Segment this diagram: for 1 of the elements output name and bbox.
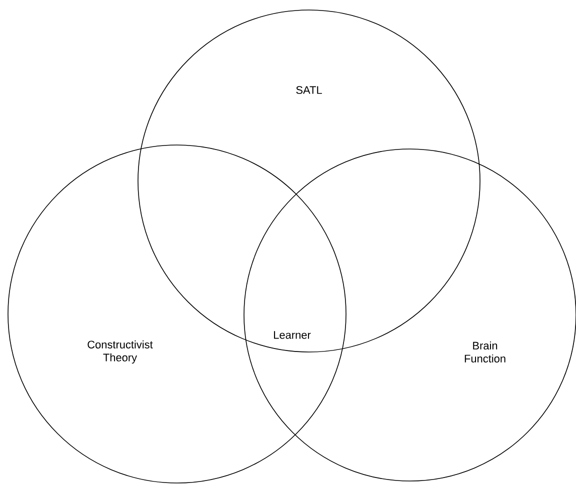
overlap-label: Learner bbox=[274, 331, 311, 339]
